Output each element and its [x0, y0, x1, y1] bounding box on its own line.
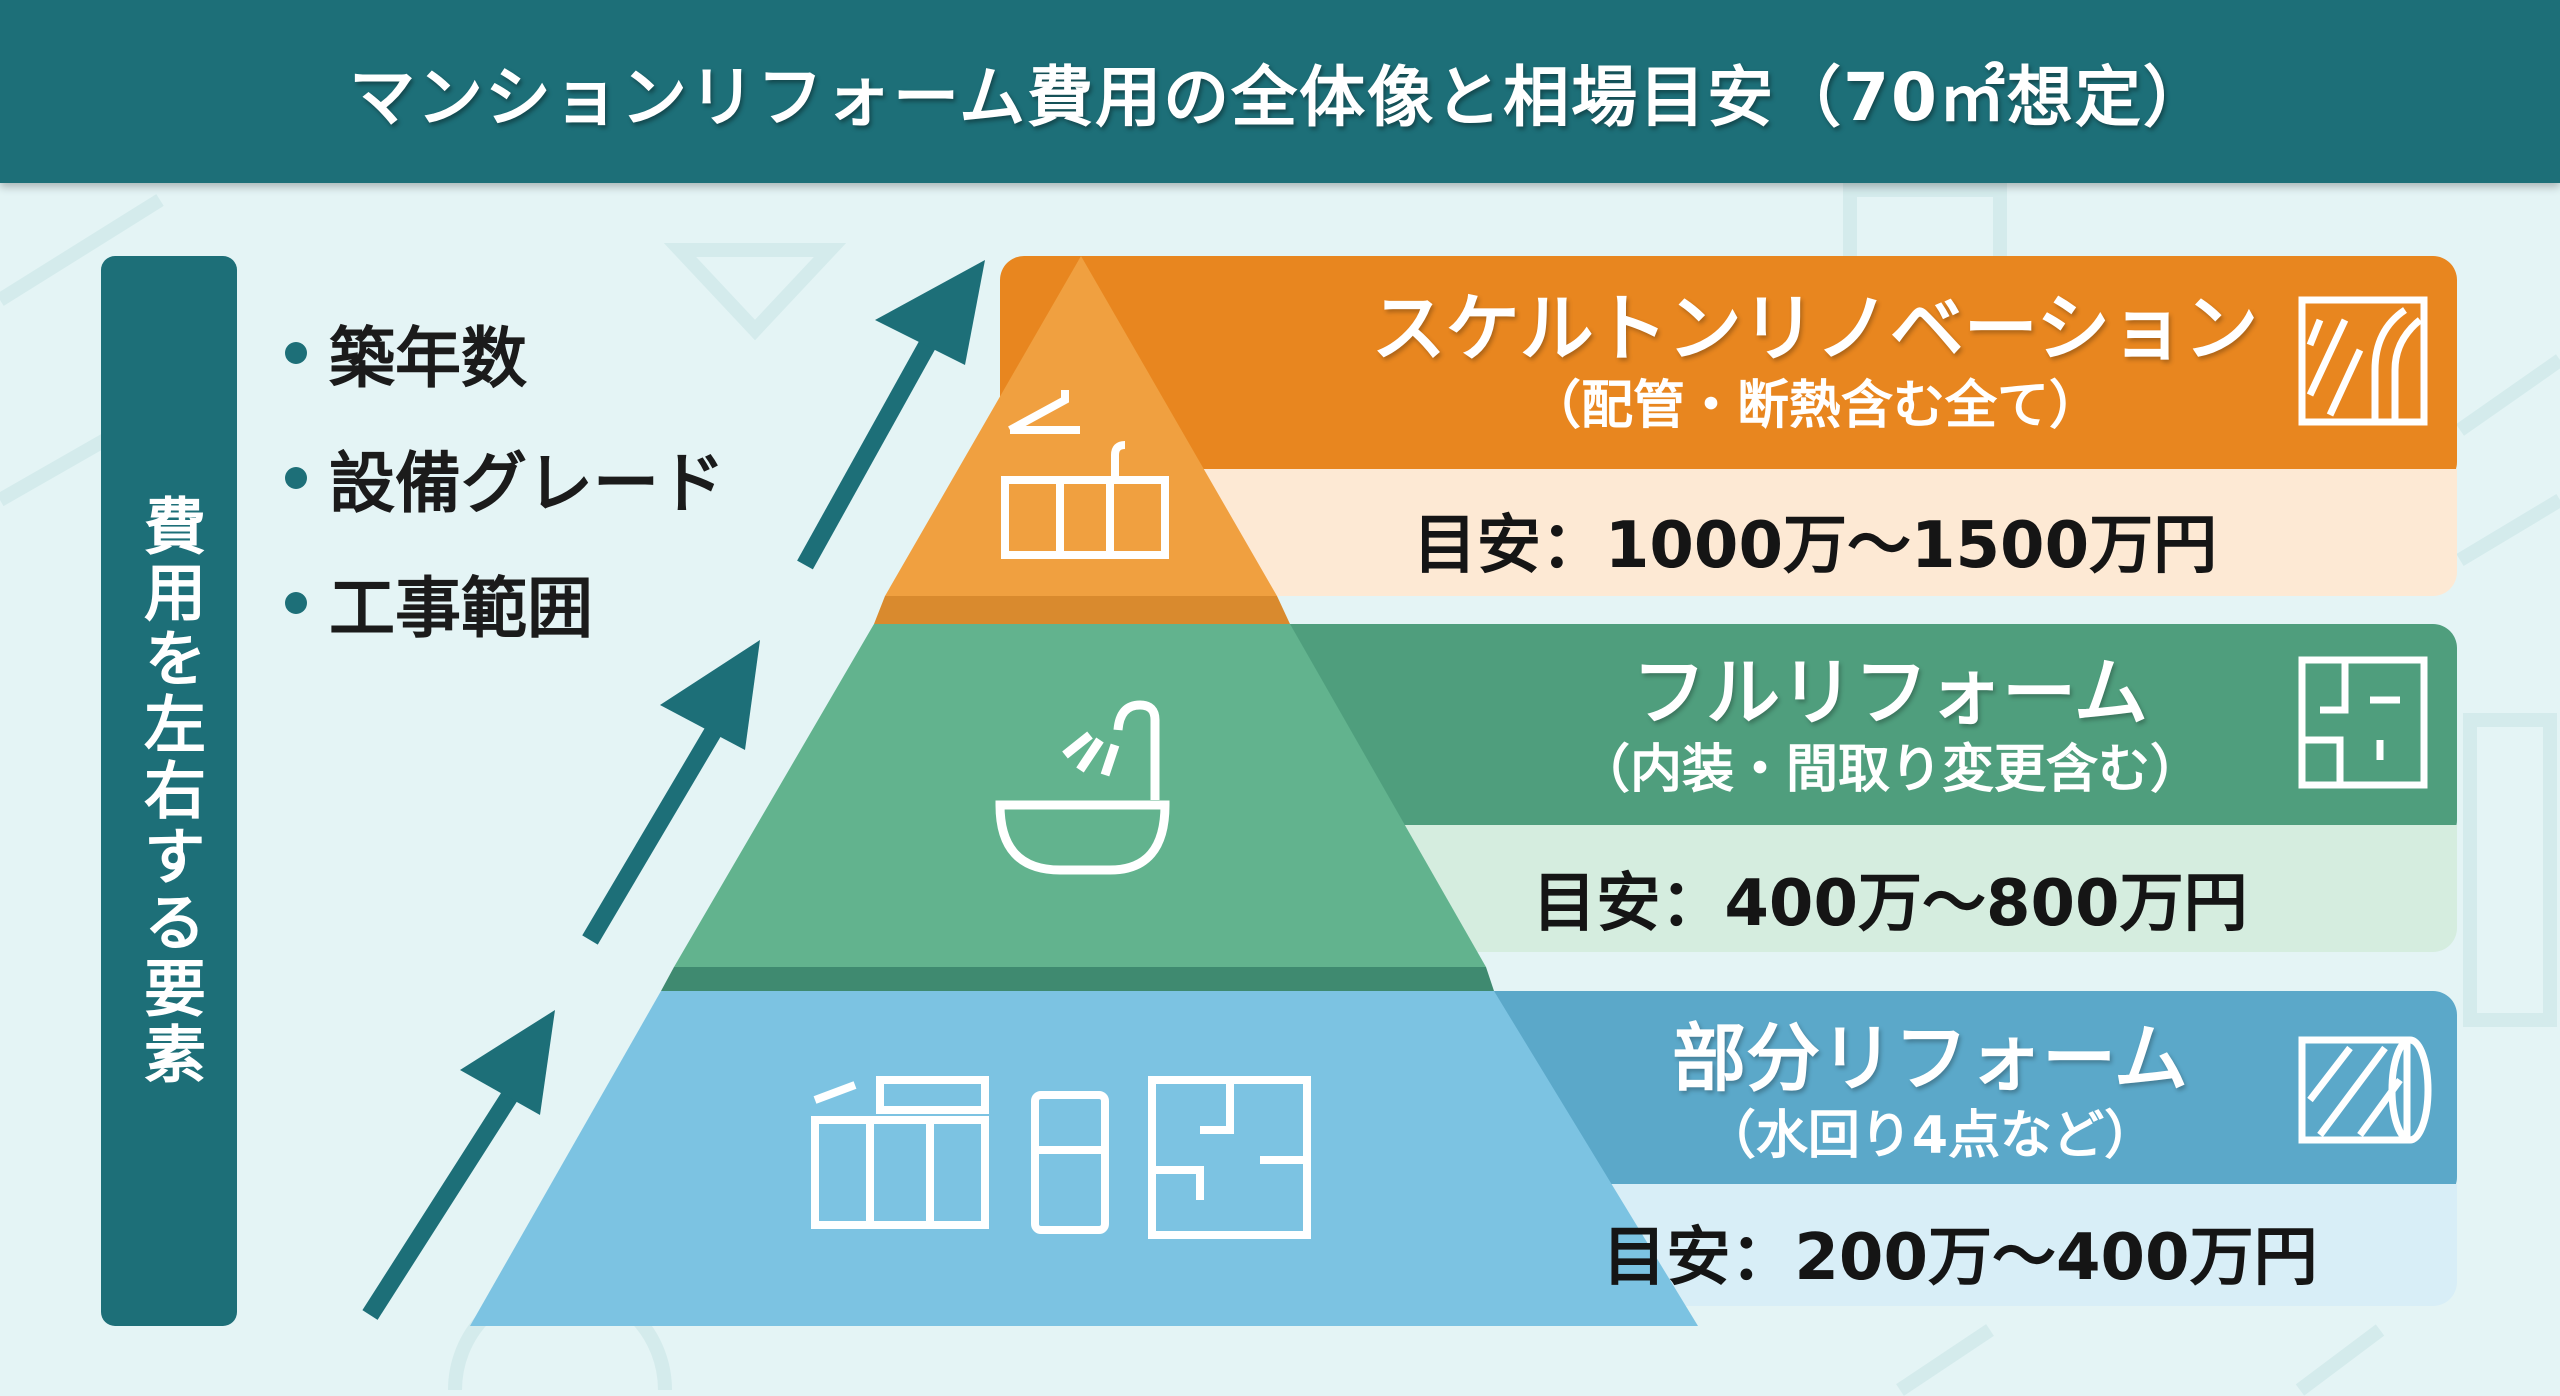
- factor-item: 設備グレード: [285, 430, 725, 526]
- kitchen-icon: [1001, 390, 1169, 559]
- tier-detail: （配管・断熱含む全て）: [1528, 376, 2101, 436]
- pyramid-top: [885, 256, 1277, 596]
- title-bar: マンションリフォーム費用の全体像と相場目安（70㎡想定）: [0, 0, 2560, 183]
- banner-bottom-dark: [1400, 991, 2457, 1201]
- pyramid-bottom: [470, 991, 1698, 1326]
- arrow-icon: [660, 640, 760, 750]
- pipe-insulation-icon: [2298, 296, 2428, 426]
- bullet-icon: [285, 342, 307, 364]
- pyramid-middle: [674, 624, 1486, 967]
- tier-name: 部分リフォーム: [1672, 1016, 2188, 1102]
- tier-price: 目安：400万〜800万円: [1532, 867, 2248, 941]
- banner-mid-light: [1200, 825, 2457, 952]
- tier-name: スケルトンリノベーション: [1371, 286, 2259, 372]
- tier-name: フルリフォーム: [1632, 650, 2148, 736]
- banner-mid-dark: [1200, 624, 2457, 844]
- banner-top-dark: [1000, 256, 2457, 486]
- factor-item: 築年数: [285, 305, 527, 401]
- bathtub-shower-icon: [995, 700, 1170, 875]
- arrow-icon: [460, 1010, 555, 1115]
- side-label-box: 費用を左右する要素: [101, 256, 237, 1326]
- kitchen-fridge-floorplan-icon: [811, 1076, 1311, 1239]
- bullet-icon: [285, 467, 307, 489]
- banner-top-light: [1000, 469, 2457, 596]
- pyramid: [470, 256, 1698, 1326]
- page-title: マンションリフォーム費用の全体像と相場目安（70㎡想定）: [349, 58, 2211, 136]
- factor-item: 工事範囲: [285, 555, 593, 651]
- arrow-icon: [875, 260, 985, 365]
- floor-plan-icon: [2298, 656, 2428, 789]
- tier-banners: [1000, 256, 2457, 1306]
- bullet-icon: [285, 592, 307, 614]
- tier-skeleton: スケルトンリノベーション （配管・断熱含む全て）: [1300, 292, 2330, 432]
- tier-price: 目安：1000万〜1500万円: [1412, 509, 2218, 583]
- tier-full: フルリフォーム （内装・間取り変更含む）: [1400, 656, 2380, 796]
- tier-detail: （内装・間取り変更含む）: [1577, 740, 2202, 800]
- tier-detail: （水回り4点など）: [1703, 1106, 2157, 1166]
- tier-partial: 部分リフォーム （水回り4点など）: [1560, 1022, 2300, 1162]
- side-label: 費用を左右する要素: [133, 494, 206, 1088]
- tier-price: 目安：200万〜400万円: [1602, 1221, 2318, 1295]
- wallpaper-roll-icon: [2298, 1036, 2432, 1144]
- growth-arrows: [362, 260, 985, 1320]
